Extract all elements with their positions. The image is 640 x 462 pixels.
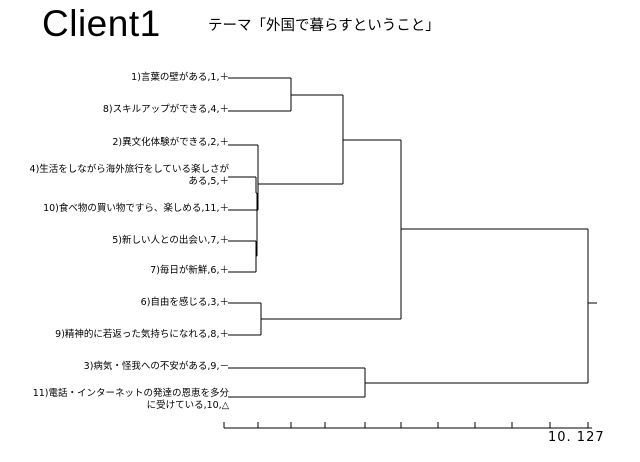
leaf-label: 8)スキルアップができる,4,＋: [102, 104, 229, 115]
leaf-label: 2)異文化体験ができる,2,＋: [112, 137, 229, 148]
client-title: Client1: [42, 3, 161, 44]
theme-title: テーマ「外国で暮らすということ」: [208, 18, 440, 34]
leaf-label: 11)電話・インターネットの発達の恩恵を多分に受けている,10,△: [32, 388, 229, 411]
leaf-label: 10)食べ物の買い物ですら、楽しめる,11,＋: [43, 203, 229, 214]
distance-scale: [223, 422, 592, 429]
scale-max-label: 10. 127: [548, 430, 605, 445]
leaf-stubs: [228, 77, 365, 398]
merge-links: [255, 78, 597, 397]
leaf-label: 9)精神的に若返った気持ちになれる,8,＋: [55, 329, 229, 340]
leaf-label: 5)新しい人との出会い,7,＋: [112, 235, 229, 246]
leaf-label: 6)自由を感じる,3,＋: [140, 297, 229, 308]
leaf-label: 4)生活をしながら海外旅行をしている楽しさがある,5,＋: [29, 164, 229, 187]
leaf-label: 7)毎日が新鮮,6,＋: [150, 265, 229, 276]
leaf-label: 3)病気・怪我への不安がある,9,－: [83, 361, 229, 372]
leaf-label: 1)言葉の壁がある,1,＋: [131, 72, 229, 83]
